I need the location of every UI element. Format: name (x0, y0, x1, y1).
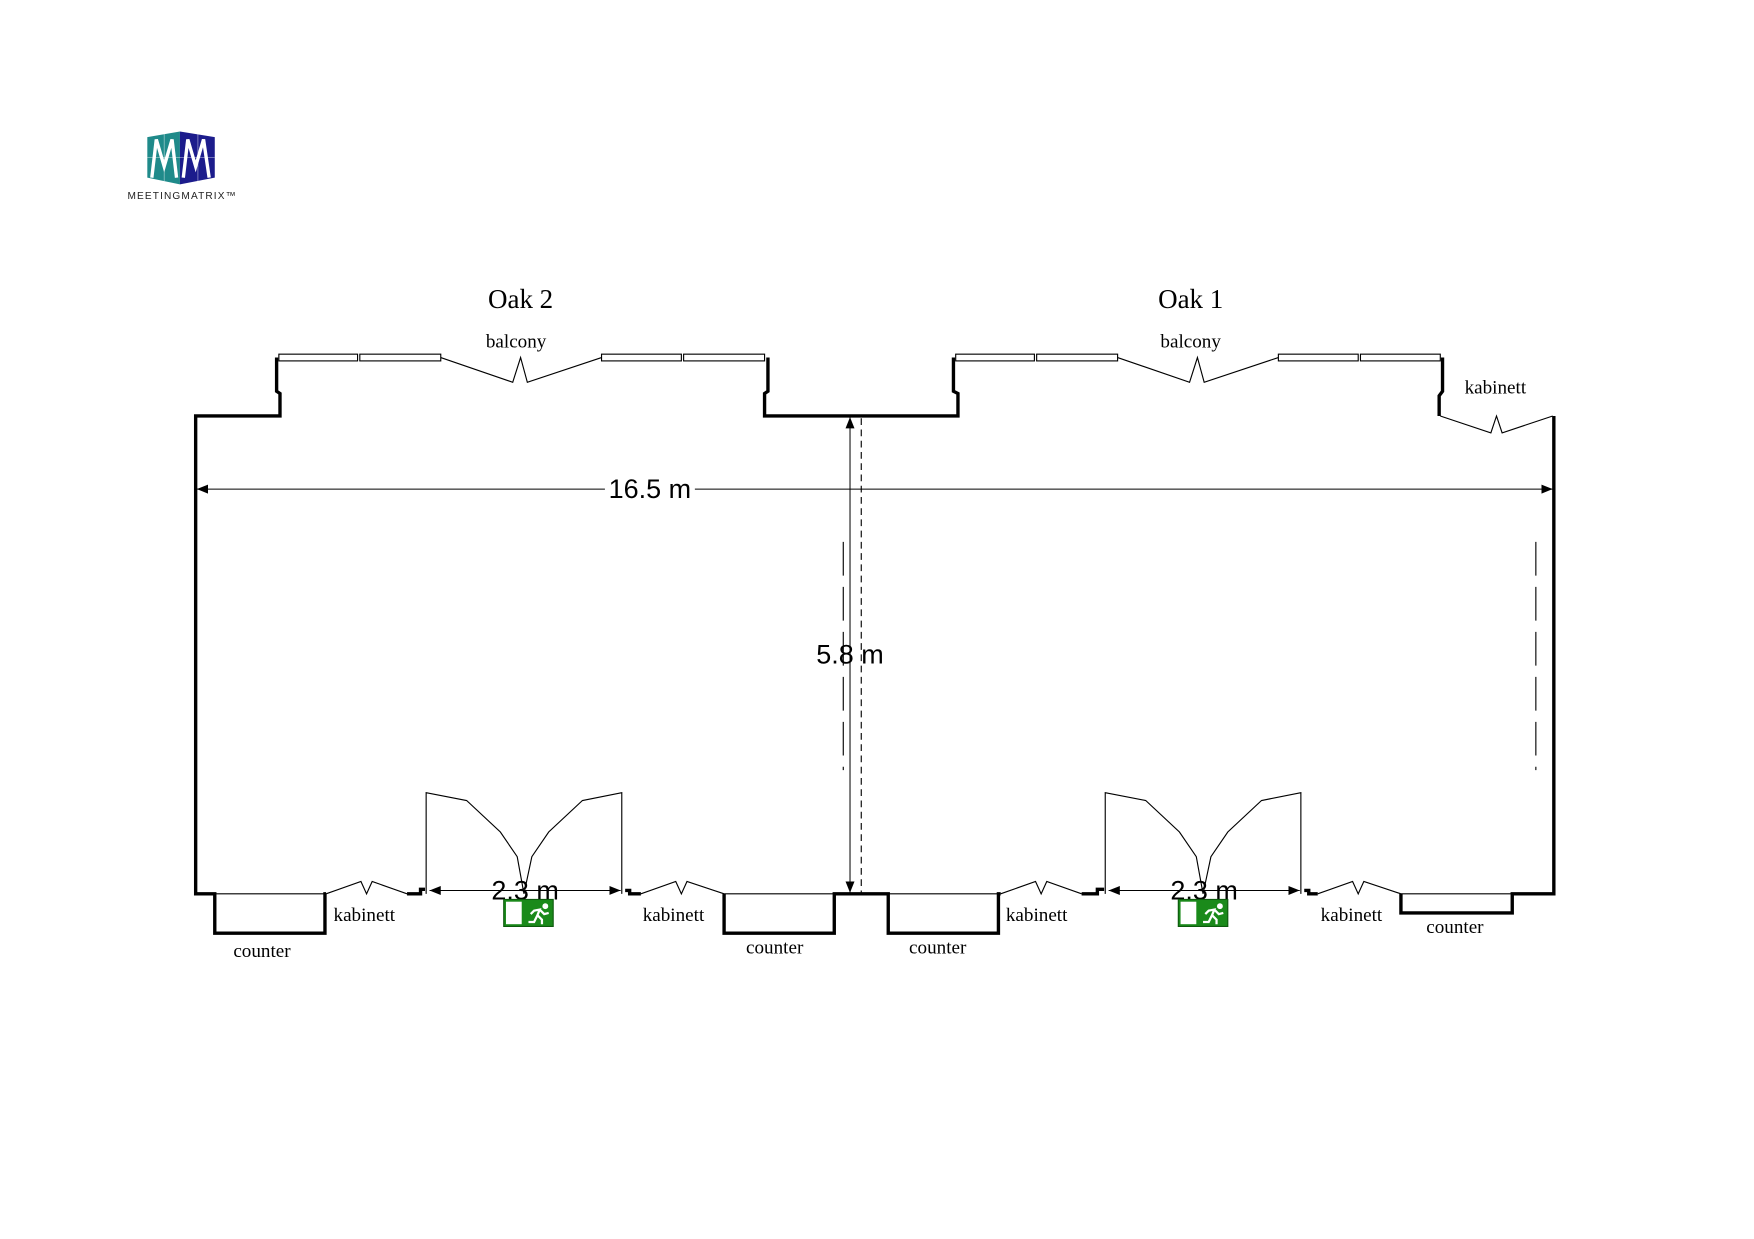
emergency-exit-icon (502, 898, 555, 928)
emergency-exit-icon (1177, 898, 1229, 928)
balcony-door-oak2 (440, 355, 602, 383)
main-double-door-oak2[interactable] (425, 791, 623, 894)
kabinett-door (325, 880, 408, 896)
kabinett-label: kabinett (334, 905, 396, 926)
kabinett-label: kabinett (1465, 378, 1527, 399)
kabinett-door-top-right (1440, 414, 1553, 434)
kabinett-door (1000, 880, 1082, 896)
depth-dimension-label: 5.8 m (816, 639, 883, 669)
kabinett-door (640, 880, 725, 896)
counter-label: counter (909, 937, 967, 958)
kabinett-label: kabinett (1321, 905, 1383, 926)
logo-text: MEETINGMATRIX™ (127, 191, 236, 202)
counter-label: counter (1426, 917, 1484, 938)
balcony-door-oak1 (1117, 355, 1279, 383)
kabinett-label: kabinett (643, 905, 705, 926)
room-name-oak2: Oak 2 (488, 284, 553, 314)
room-name-oak1: Oak 1 (1158, 284, 1223, 314)
kabinett-label: kabinett (1006, 905, 1068, 926)
meetingmatrix-logo: MEETINGMATRIX™ (127, 131, 236, 202)
width-dimension-label: 16.5 m (609, 474, 691, 504)
counter-label: counter (233, 941, 291, 962)
counter-label: counter (746, 937, 804, 958)
balcony-label: balcony (486, 331, 547, 352)
balcony-label: balcony (1160, 331, 1221, 352)
kabinett-door (1317, 880, 1402, 896)
main-double-door-oak1[interactable] (1104, 791, 1302, 894)
